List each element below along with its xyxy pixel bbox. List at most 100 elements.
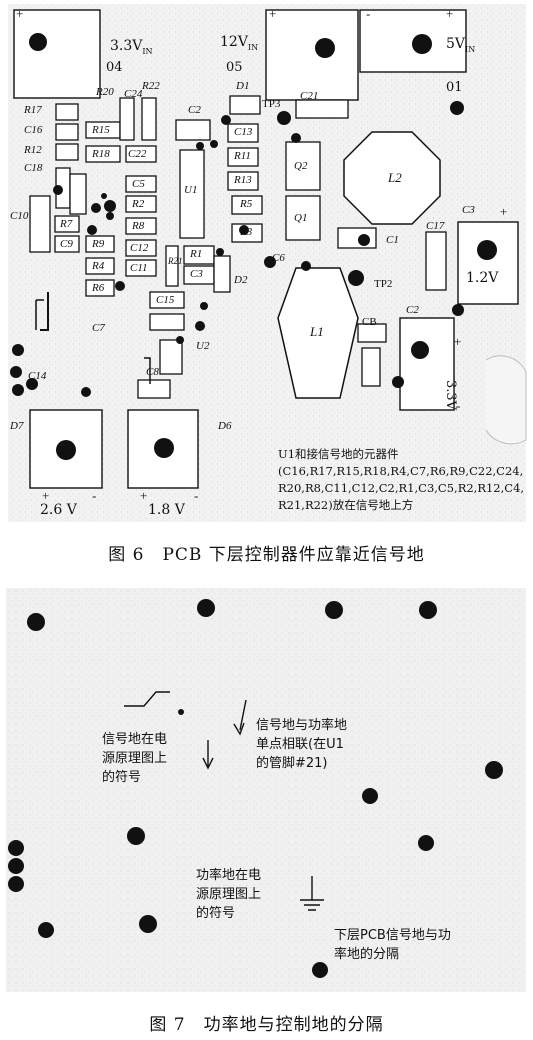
label-c21: C21	[300, 90, 319, 102]
label-01: 01	[446, 80, 463, 95]
label-05: 05	[226, 60, 243, 75]
label-c2-right: C2	[406, 304, 419, 316]
label-q2: Q2	[294, 160, 308, 172]
separation-line-2: 率地的分隔	[334, 947, 400, 962]
label-04: 04	[106, 60, 123, 75]
figure-7-ground-separation: 信号地在电 源原理图上 的符号 信号地与功率地 单点相联(在U1 的管脚#21)…	[0, 588, 533, 996]
connector-3v3-out-box	[399, 317, 455, 411]
minus-sign-01: -	[366, 6, 371, 21]
minus-sign-2v6: -	[92, 488, 97, 503]
minus-sign-1v8: -	[194, 488, 199, 503]
figure-7-caption: 图 7 功率地与控制地的分隔	[149, 1015, 384, 1035]
label-r7: R7	[60, 218, 73, 230]
single-point-line-3: 的管脚#21)	[256, 756, 328, 771]
label-r18: R18	[92, 148, 110, 160]
label-3v3-in: 3.3VIN	[110, 38, 153, 56]
label-r1: R1	[190, 248, 203, 260]
figure-6-caption: 图 6 PCB 下层控制器件应靠近信号地	[108, 545, 425, 565]
label-c9: C9	[60, 238, 73, 250]
label-r5: R5	[240, 198, 253, 210]
label-c18: C18	[24, 162, 43, 174]
label-r15: R15	[92, 124, 110, 136]
fig7-background	[6, 588, 526, 992]
label-1v2: 1.2V	[466, 270, 499, 286]
label-c8: C8	[146, 366, 159, 378]
label-r22: R22	[142, 80, 160, 92]
connector-12v-box	[265, 9, 359, 101]
power-ground-line-1: 功率地在电	[196, 868, 262, 883]
plus-sign-1v8: +	[140, 488, 148, 503]
label-tp2: TP2	[374, 278, 393, 290]
label-r8: R8	[132, 220, 145, 232]
connector-3v3-box	[13, 9, 101, 99]
label-c6: C6	[272, 252, 285, 264]
figure-6-pcb-layout: + 3.3VIN 04 + 12VIN 05 - + 5VIN 01 1.2V …	[8, 4, 527, 522]
single-point-line-1: 信号地与功率地	[256, 718, 348, 733]
label-u1: U1	[184, 184, 198, 196]
signal-ground-line-3: 的符号	[102, 770, 142, 785]
label-r3: R3	[240, 226, 253, 238]
label-2v6: 2.6 V	[40, 502, 77, 518]
label-c15: C15	[156, 294, 175, 306]
label-r9: R9	[92, 238, 105, 250]
power-ground-symbol	[300, 899, 324, 911]
label-c22: C22	[128, 148, 147, 160]
label-c1: C1	[386, 234, 399, 246]
label-r2: R2	[132, 198, 145, 210]
power-ground-line-2: 源原理图上	[196, 887, 262, 902]
separation-label: 下层PCB信号地与功 率地的分隔	[334, 926, 451, 964]
label-tp3: TP3	[262, 98, 281, 110]
label-q1: Q1	[294, 212, 308, 224]
signal-ground-label: 信号地在电 源原理图上 的符号	[102, 730, 167, 787]
label-l1: L1	[310, 324, 324, 339]
label-c14: C14	[28, 370, 47, 382]
label-c17: C17	[426, 220, 445, 232]
label-r6: R6	[92, 282, 105, 294]
label-c7: C7	[92, 322, 105, 334]
label-d2: D2	[234, 274, 248, 286]
note-line-1: U1和接信号地的元器件	[278, 447, 399, 461]
inductor-l1-shape	[277, 267, 359, 399]
single-point-line-2: 单点相联(在U1	[256, 737, 344, 752]
pcb-drawing	[8, 4, 527, 522]
label-12v-in: 12VIN	[220, 34, 259, 52]
label-c5: C5	[132, 178, 145, 190]
label-cb: CB	[362, 316, 377, 328]
label-r21: R21	[168, 256, 183, 266]
inductor-l2-shape	[343, 131, 441, 225]
plus-sign-04: +	[16, 6, 24, 21]
label-c3-right: C3	[462, 204, 475, 216]
label-c24: C24	[124, 88, 143, 100]
plus-sign-2v6: +	[42, 488, 50, 503]
label-c10: C10	[10, 210, 29, 222]
minus-sign-3v3: -	[456, 398, 461, 413]
label-r4: R4	[92, 260, 105, 272]
label-c13: C13	[234, 126, 253, 138]
plus-sign-01: +	[446, 6, 454, 21]
label-c11: C11	[130, 262, 148, 274]
plus-sign-3v3: +	[454, 334, 462, 349]
figure6-note: U1和接信号地的元器件 (C16,R17,R15,R18,R4,C7,R6,R9…	[278, 446, 524, 514]
label-d1: D1	[236, 80, 250, 92]
plus-sign-05: +	[269, 6, 277, 21]
signal-ground-line-2: 源原理图上	[102, 751, 168, 766]
label-c12: C12	[130, 242, 149, 254]
plus-sign-1v2: +	[500, 204, 508, 219]
note-line-2: (C16,R17,R15,R18,R4,C7,R6,R9,C22,C24,	[278, 464, 524, 478]
signal-ground-line-1: 信号地在电	[102, 732, 168, 747]
connector-1v2-box	[457, 221, 519, 305]
label-r11: R11	[234, 150, 251, 162]
label-r12: R12	[24, 144, 42, 156]
separation-line-1: 下层PCB信号地与功	[334, 928, 451, 943]
power-ground-line-3: 的符号	[196, 906, 236, 921]
label-c3: C3	[190, 268, 203, 280]
label-r20: R20	[96, 86, 114, 98]
label-l2: L2	[388, 170, 402, 185]
note-line-4: R21,R22)放在信号地上方	[278, 498, 414, 512]
label-d7: D7	[10, 420, 24, 432]
power-ground-label: 功率地在电 源原理图上 的符号	[196, 866, 261, 923]
ground-drawing	[6, 588, 526, 992]
label-5v-in: 5VIN	[446, 36, 476, 54]
single-point-label: 信号地与功率地 单点相联(在U1 的管脚#21)	[256, 716, 347, 773]
label-r13: R13	[234, 174, 252, 186]
